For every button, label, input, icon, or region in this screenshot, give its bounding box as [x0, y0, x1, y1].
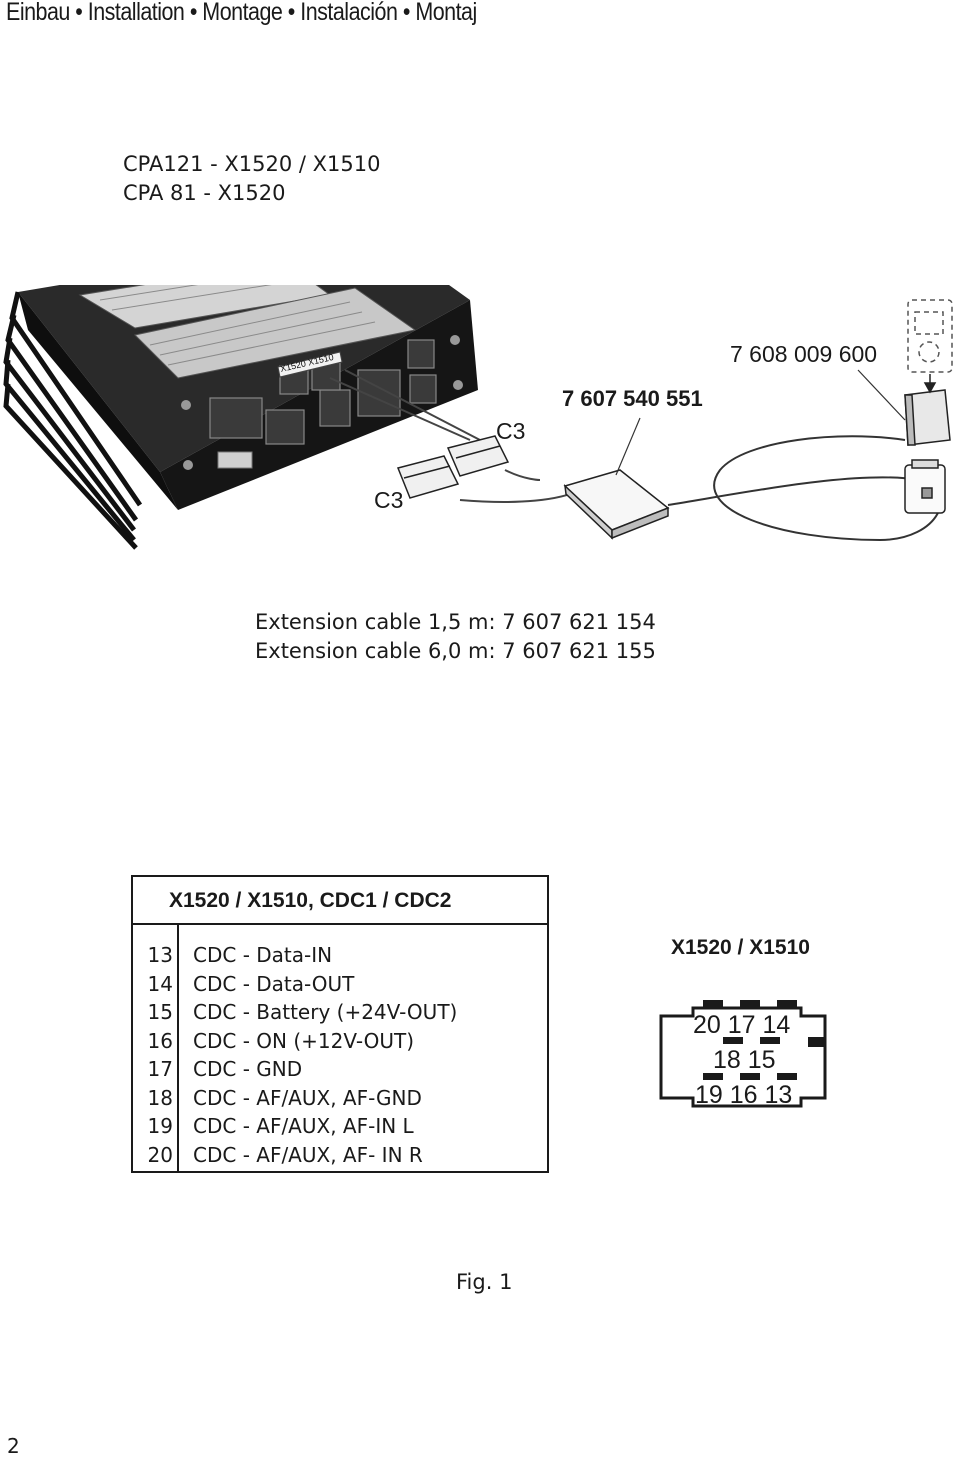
amplifier-unit [18, 285, 478, 510]
extension-line-2: Extension cable 6,0 m: 7 607 621 155 [255, 639, 656, 663]
pin-description: CDC - AF/AUX, AF- IN R [193, 1142, 423, 1167]
pin-number: 17 [147, 1057, 173, 1081]
pin-table-rows: 13 CDC - Data-IN 14 CDC - Data-OUT 15 CDC - B… [133, 941, 547, 1169]
figure-caption: Fig. 1 [456, 1270, 513, 1294]
pin-description: CDC - AF/AUX, AF-GND [193, 1085, 422, 1110]
pin-number: 13 [147, 943, 173, 967]
pin-number: 16 [147, 1028, 173, 1053]
pin-row: 15 CDC - Battery (+24V-OUT) [133, 998, 547, 1027]
pin-row: 14 CDC - Data-OUT [133, 970, 547, 999]
pin-number: 14 [147, 971, 173, 996]
pin-description: CDC - GND [193, 1057, 303, 1081]
pin-row: 16 CDC - ON (+12V-OUT) [133, 1027, 547, 1056]
callout-part-adapter: 7 607 540 551 [562, 386, 703, 411]
pin-number: 18 [147, 1085, 173, 1110]
pin-description: CDC - ON (+12V-OUT) [193, 1028, 415, 1053]
connector-row-1: 20 17 14 [693, 1011, 790, 1039]
pin-row: 13 CDC - Data-IN [133, 941, 547, 970]
dock-plug [904, 459, 946, 514]
player-outline [907, 299, 953, 373]
connector-title: X1520 / X1510 [671, 936, 810, 959]
connector-row-3: 19 16 13 [695, 1081, 792, 1109]
pin-row: 20 CDC - AF/AUX, AF- IN R [133, 1141, 547, 1170]
amplifier-fins [3, 291, 143, 550]
compat-line-2: CPA 81 - X1520 [123, 181, 286, 205]
pin-number: 15 [147, 1000, 173, 1024]
connector-row-2: 18 15 [713, 1046, 776, 1074]
pin-row: 18 CDC - AF/AUX, AF-GND [133, 1084, 547, 1113]
pin-table-divider [177, 925, 179, 1171]
pin-table-title: X1520 / X1510, CDC1 / CDC2 [133, 877, 547, 925]
pin-number: 20 [147, 1142, 173, 1167]
callout-part-dock: 7 608 009 600 [730, 341, 878, 367]
connector-pin-diagram: 20 17 14 18 15 19 16 13 [659, 1000, 827, 1109]
pin-number: 19 [147, 1114, 173, 1138]
page-header: Einbau • Installation • Montage • Instal… [6, 0, 477, 26]
dock-cradle [904, 389, 951, 446]
pin-row: 17 CDC - GND [133, 1055, 547, 1084]
installation-illustration: X1520 X1510 [3, 285, 953, 550]
pin-description: CDC - Data-OUT [193, 971, 355, 996]
pin-row: 19 CDC - AF/AUX, AF-IN L [133, 1112, 547, 1141]
extension-line-1: Extension cable 1,5 m: 7 607 621 154 [255, 610, 656, 634]
c3-plug-right [446, 435, 510, 477]
connector-pin-bars [703, 1000, 824, 1080]
pin-description: CDC - Battery (+24V-OUT) [193, 1000, 458, 1024]
compat-line-1: CPA121 - X1520 / X1510 [123, 152, 381, 176]
c3-plug-left [396, 455, 460, 499]
connector-housing [659, 1006, 827, 1108]
adapter-box [563, 469, 670, 540]
callout-c3-left: C3 [374, 487, 404, 513]
callout-c3-right: C3 [496, 418, 526, 444]
pin-description: CDC - Data-IN [193, 943, 333, 967]
pin-description: CDC - AF/AUX, AF-IN L [193, 1114, 414, 1138]
page-number: 2 [7, 1434, 20, 1458]
dock-cable [667, 435, 942, 542]
